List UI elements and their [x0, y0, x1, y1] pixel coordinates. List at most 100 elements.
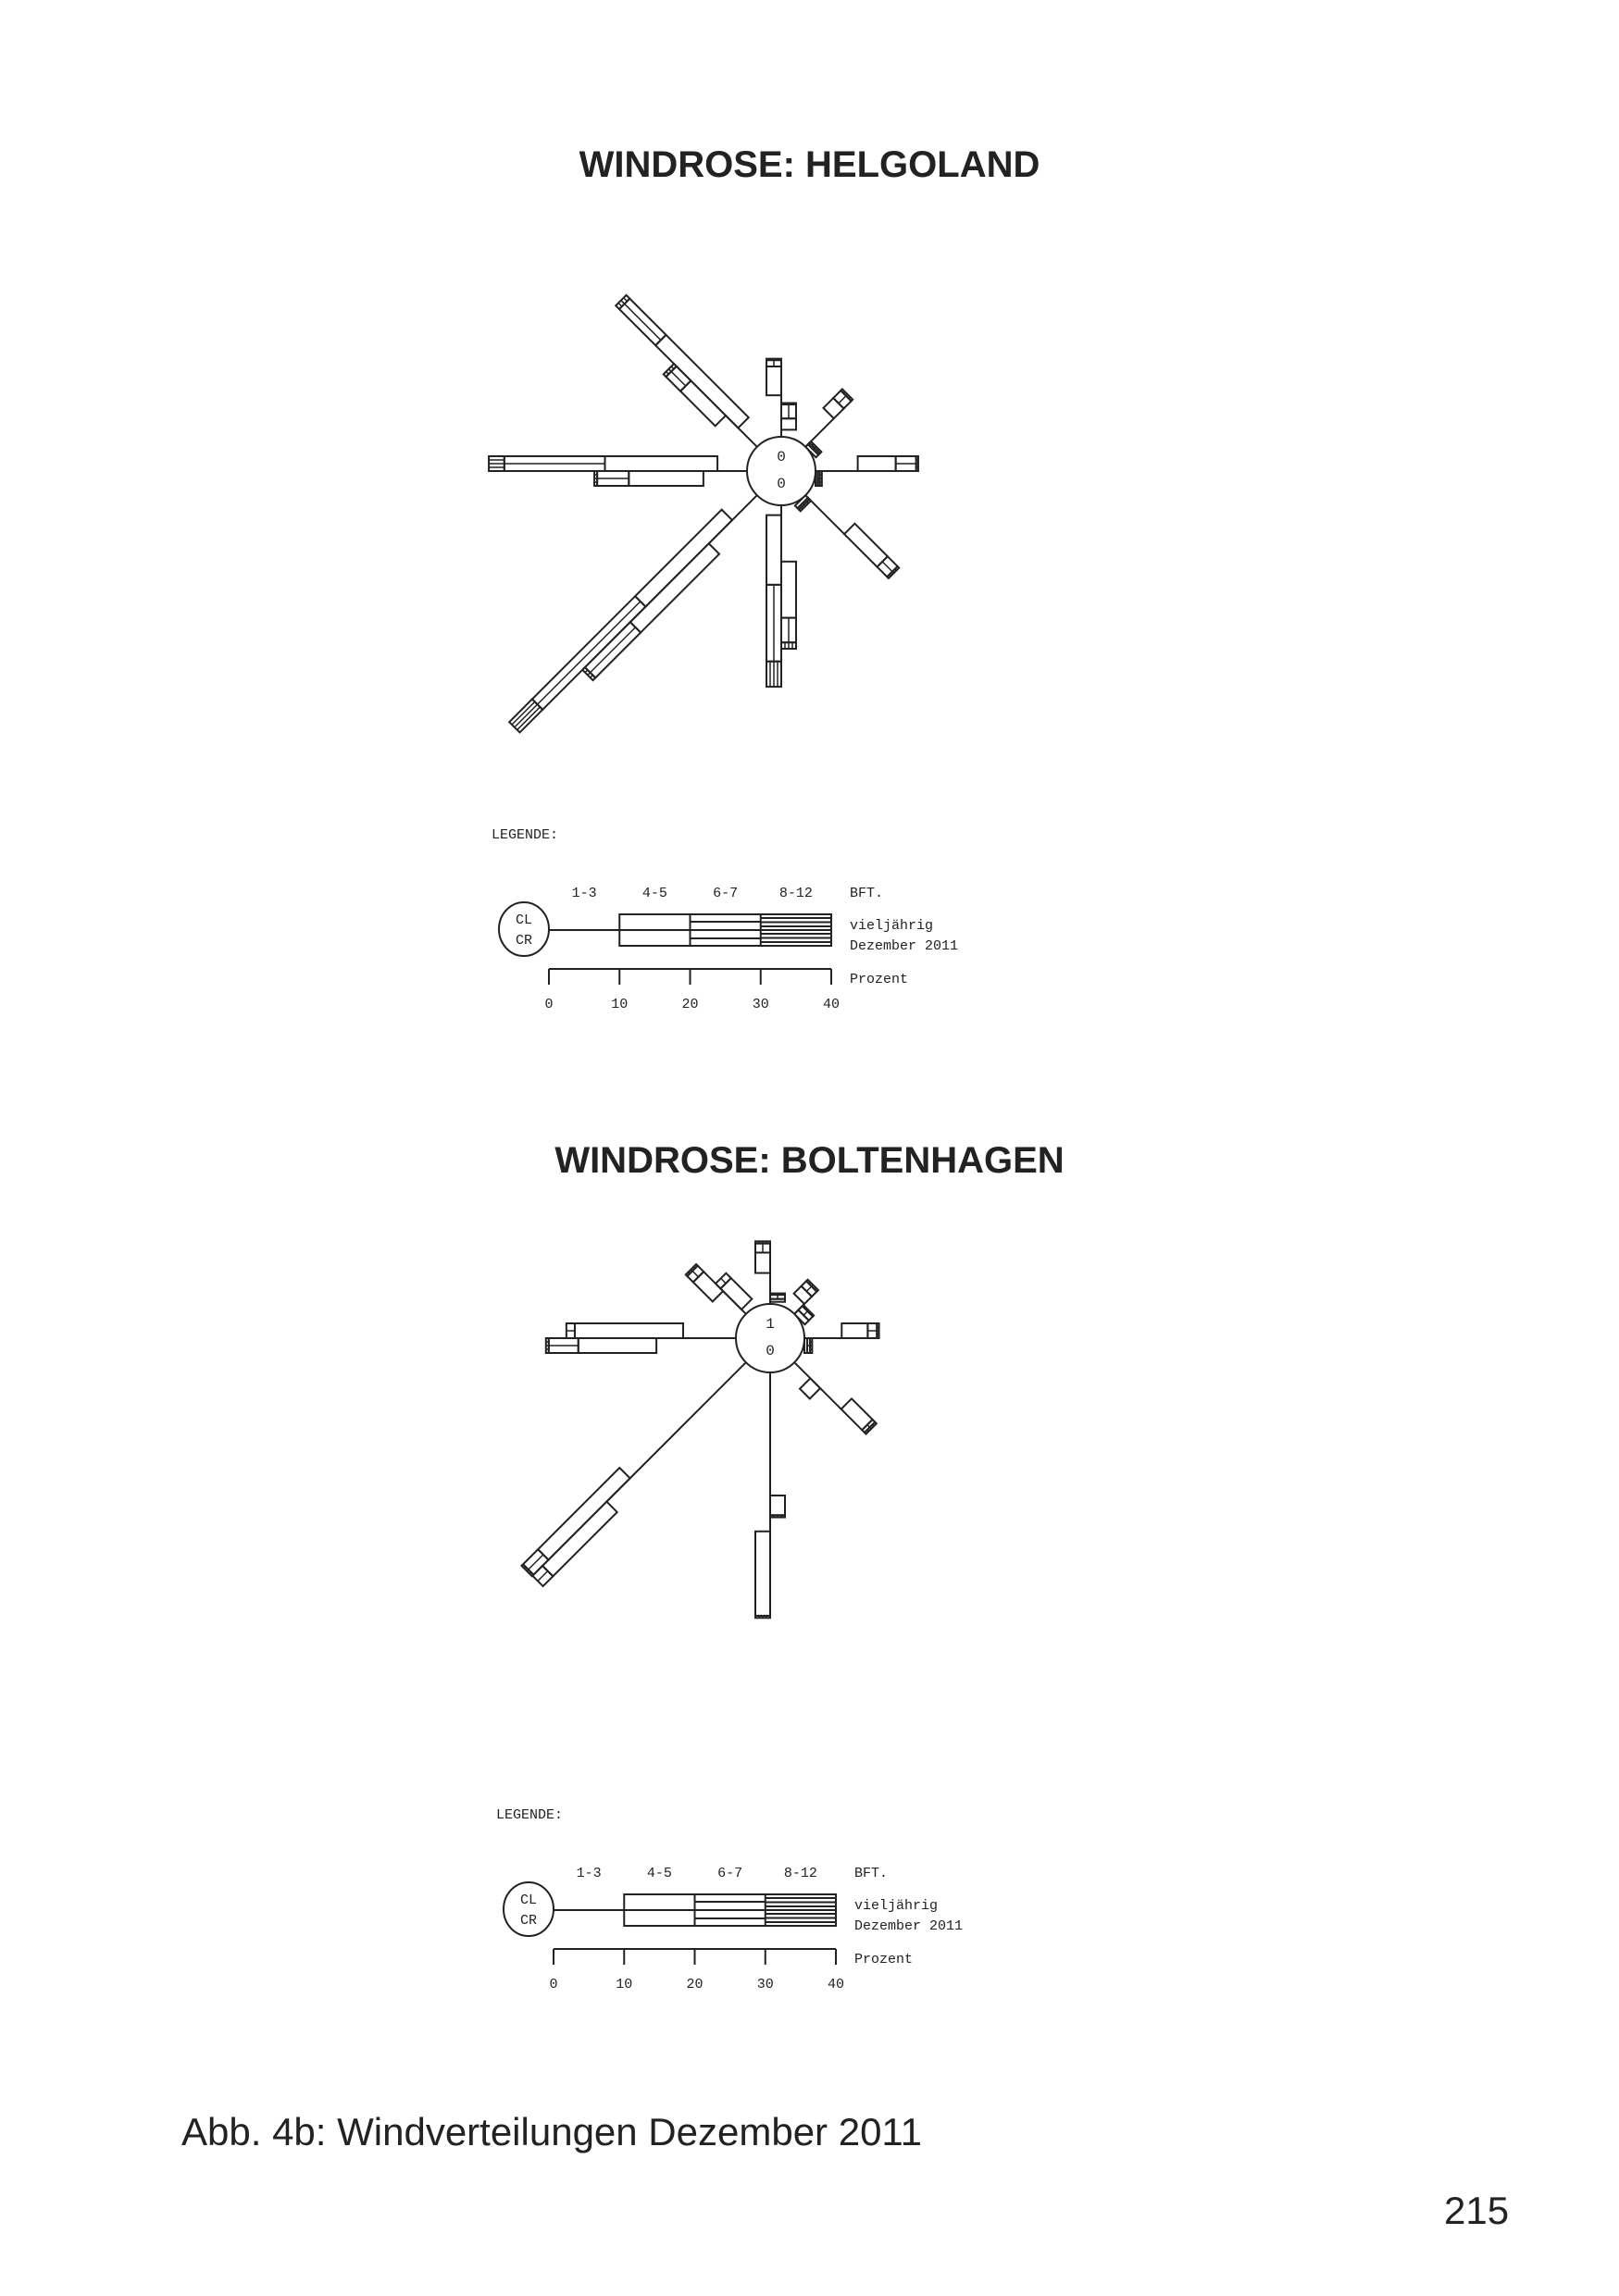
bar-dezember-NW-hatch — [617, 302, 623, 307]
chart-title-boltenhagen: WINDROSE: BOLTENHAGEN — [554, 1140, 1065, 1181]
bar-vieljaehrig-W-bft-4-5 — [628, 470, 704, 487]
bar-vieljaehrig-SE-hatch — [871, 1423, 875, 1427]
legend-tick-label: 20 — [686, 1977, 703, 1992]
bar-vieljaehrig-SW-hatch — [537, 1570, 549, 1582]
legend-bft-1-3: 1-3 — [572, 886, 597, 901]
bar-dezember-SW-hatch — [526, 1569, 529, 1572]
bar-dezember-SE-hatch — [801, 506, 804, 510]
direction-E — [803, 1322, 880, 1354]
bar-vieljaehrig-S-bft-4-5 — [780, 560, 797, 619]
bar-vieljaehrig-SE-bft-4-5 — [842, 522, 890, 568]
bar-vieljaehrig-SE-hatch — [881, 561, 893, 573]
bar-dezember-NW-hatch — [624, 303, 662, 341]
bar-dezember-NE-hatch — [809, 1312, 812, 1315]
bar-vieljaehrig-SW-hatch — [590, 627, 636, 674]
direction-SE — [793, 493, 901, 580]
bar-dezember-NE-hatch — [806, 1309, 810, 1312]
direction-SW — [507, 494, 758, 734]
legend-tick-label: 40 — [823, 997, 840, 1012]
bar-vieljaehrig-NE-hatch — [813, 1286, 816, 1290]
bar-dezember-W-bft-4-5 — [573, 1322, 684, 1339]
bar-vieljaehrig-NE-hatch — [808, 1282, 812, 1285]
bar-dezember-NW-hatch — [623, 297, 628, 303]
bar-vieljaehrig-N-bft-4-5 — [766, 366, 782, 397]
bar-vieljaehrig-SW-hatch — [590, 675, 593, 678]
bar-vieljaehrig-NW-hatch — [692, 1266, 696, 1270]
bar-vieljaehrig-NE-hatch — [805, 1285, 813, 1292]
legend-cr: CR — [516, 933, 532, 949]
legend-tick-label: 0 — [544, 997, 553, 1012]
direction-SW — [520, 1361, 747, 1588]
bar-vieljaehrig-SE-hatch — [889, 573, 892, 577]
bar-vieljaehrig-W-bft-4-5 — [577, 1337, 658, 1354]
bar-dezember-S-bft-4-5 — [766, 514, 782, 586]
legend-bft-6-7: 6-7 — [717, 1866, 742, 1881]
bar-vieljaehrig-S-bft-4-5 — [769, 1495, 786, 1517]
legend-tick-label: 0 — [549, 1977, 557, 1992]
bar-vieljaehrig-NW-hatch — [670, 370, 687, 387]
direction-NW — [614, 293, 758, 448]
calm-circle — [735, 1303, 805, 1373]
legend-row-dezember: Dezember 2011 — [854, 1918, 963, 1934]
bar-vieljaehrig-NE-hatch — [838, 395, 847, 404]
bar-vieljaehrig-SE-hatch — [869, 1426, 872, 1430]
legend-tick-label: 30 — [753, 997, 769, 1012]
bar-vieljaehrig-N-bft-8-12 — [754, 1240, 771, 1245]
direction-S — [766, 505, 797, 689]
legend-axis-label: Prozent — [854, 1952, 913, 1967]
direction-W — [544, 1322, 736, 1354]
legend-cr: CR — [520, 1913, 537, 1929]
legend-cl: CL — [516, 912, 532, 928]
legend-tick-label: 40 — [828, 1977, 844, 1992]
bar-dezember-S-bft-8-12 — [766, 660, 782, 689]
bar-dezember-SW-hatch — [537, 601, 641, 705]
bar-dezember-SW-hatch — [523, 1566, 527, 1570]
calm-value-cl: 0 — [777, 449, 786, 465]
bar-vieljaehrig-NE-bft-8-12 — [804, 1278, 820, 1294]
legend-bft-1-3: 1-3 — [577, 1866, 602, 1881]
bar-vieljaehrig-NE-hatch — [845, 393, 849, 397]
legend-row-vieljaehrig: vieljährig — [850, 918, 933, 934]
bar-vieljaehrig-NW-hatch — [688, 1272, 691, 1274]
direction-SE — [793, 1361, 878, 1435]
direction-N — [766, 357, 797, 437]
bar-vieljaehrig-NE-hatch — [848, 396, 851, 400]
legend-heading: LEGENDE: — [496, 1807, 563, 1823]
bar-vieljaehrig-NW-hatch — [691, 1270, 700, 1278]
legend-cl: CL — [520, 1893, 537, 1908]
bar-vieljaehrig-E-bft-4-5 — [841, 1322, 869, 1339]
bar-dezember-NE-hatch — [814, 446, 817, 449]
legend-heading: LEGENDE: — [492, 827, 558, 843]
bar-vieljaehrig-SE-hatch — [891, 571, 895, 574]
bar-vieljaehrig-NW-hatch — [670, 366, 675, 370]
bar-dezember-SE-bft-4-5 — [798, 1376, 822, 1400]
bar-vieljaehrig-NW-hatch — [667, 368, 672, 372]
legend-bft-8-12: 8-12 — [784, 1866, 817, 1881]
bar-vieljaehrig-NE-hatch — [842, 391, 846, 394]
legend-bft-label: BFT. — [854, 1866, 888, 1881]
bar-vieljaehrig-SW-bft-4-5 — [541, 1500, 619, 1578]
bar-dezember-NE-hatch — [803, 1310, 808, 1316]
bar-dezember-W-bft-4-5 — [604, 455, 719, 472]
legend-bft-8-12: 8-12 — [779, 886, 813, 901]
bar-dezember-NW-hatch — [620, 300, 626, 304]
calm-value-cr: 0 — [766, 1343, 775, 1359]
bar-dezember-SE-hatch — [803, 503, 806, 507]
bar-vieljaehrig-E-bft-4-5 — [856, 455, 897, 472]
calm-value-cl: 1 — [766, 1316, 775, 1333]
legend-row-dezember: Dezember 2011 — [850, 938, 958, 954]
bar-dezember-SW-hatch — [528, 1554, 544, 1570]
legend-bft-4-5: 4-5 — [642, 886, 667, 901]
bar-vieljaehrig-SE-hatch — [866, 1429, 869, 1433]
direction-NE — [803, 388, 854, 459]
bar-dezember-NE-hatch — [804, 1307, 807, 1309]
bar-vieljaehrig-SW-hatch — [584, 669, 589, 674]
windrose-helgoland: 00 — [488, 293, 919, 734]
direction-S — [754, 1372, 786, 1620]
legend-row-vieljaehrig: vieljährig — [854, 1898, 938, 1914]
bar-vieljaehrig-SW-hatch — [587, 672, 592, 676]
calm-value-cr: 0 — [777, 476, 786, 492]
page-number: 215 — [1444, 2189, 1510, 2232]
bar-vieljaehrig-NW-hatch — [666, 371, 669, 375]
